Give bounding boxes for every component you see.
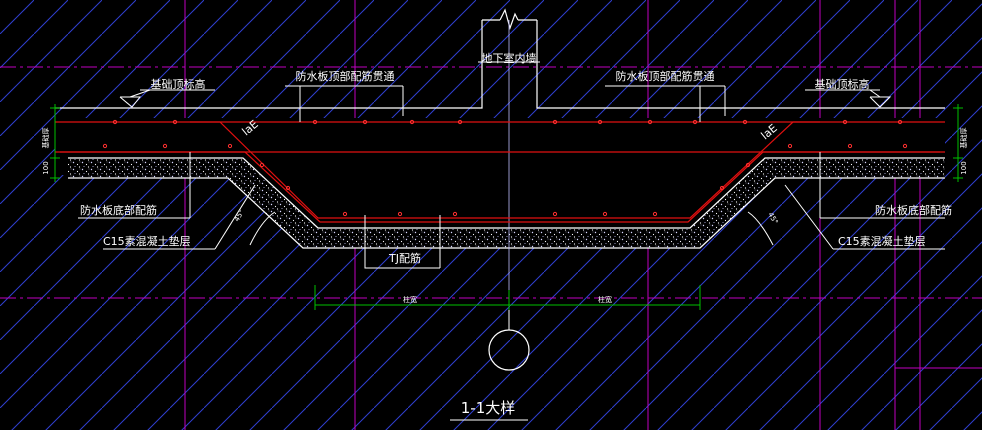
label-cushion-left: C15素混凝土垫层 [103, 234, 191, 248]
rebar-lines [55, 121, 945, 223]
dim-bottom-right: 柱宽 [598, 295, 612, 304]
concrete-outline [55, 8, 945, 249]
label-top-rebar-left: 防水板顶部配筋贯通 [296, 69, 395, 83]
label-tj-rebar: TJ配筋 [388, 251, 421, 265]
label-top-level-right: 基础顶标高 [815, 77, 870, 91]
dim-left-100: 100 [42, 161, 50, 174]
dimension-lines [50, 104, 963, 310]
dim-bottom-left: 柱宽 [403, 295, 417, 304]
label-top-level-left: 基础顶标高 [151, 77, 206, 91]
cushion-fill [68, 158, 945, 248]
rebar-dots [102, 119, 908, 217]
drawing-title: 1-1大样 [461, 399, 516, 417]
dim-left-thickness: 基础厚 [41, 128, 50, 149]
label-wall: 地下室内墙 [482, 51, 537, 65]
label-cushion-right: C15素混凝土垫层 [838, 234, 926, 248]
label-bottom-rebar-right: 防水板底部配筋 [875, 203, 952, 217]
dim-right-100: 100 [960, 161, 968, 174]
leader-lines [78, 61, 945, 269]
label-top-rebar-right: 防水板顶部配筋贯通 [616, 69, 715, 83]
dim-right-thickness: 基础厚 [959, 128, 968, 149]
label-bottom-rebar-left: 防水板底部配筋 [80, 203, 157, 217]
